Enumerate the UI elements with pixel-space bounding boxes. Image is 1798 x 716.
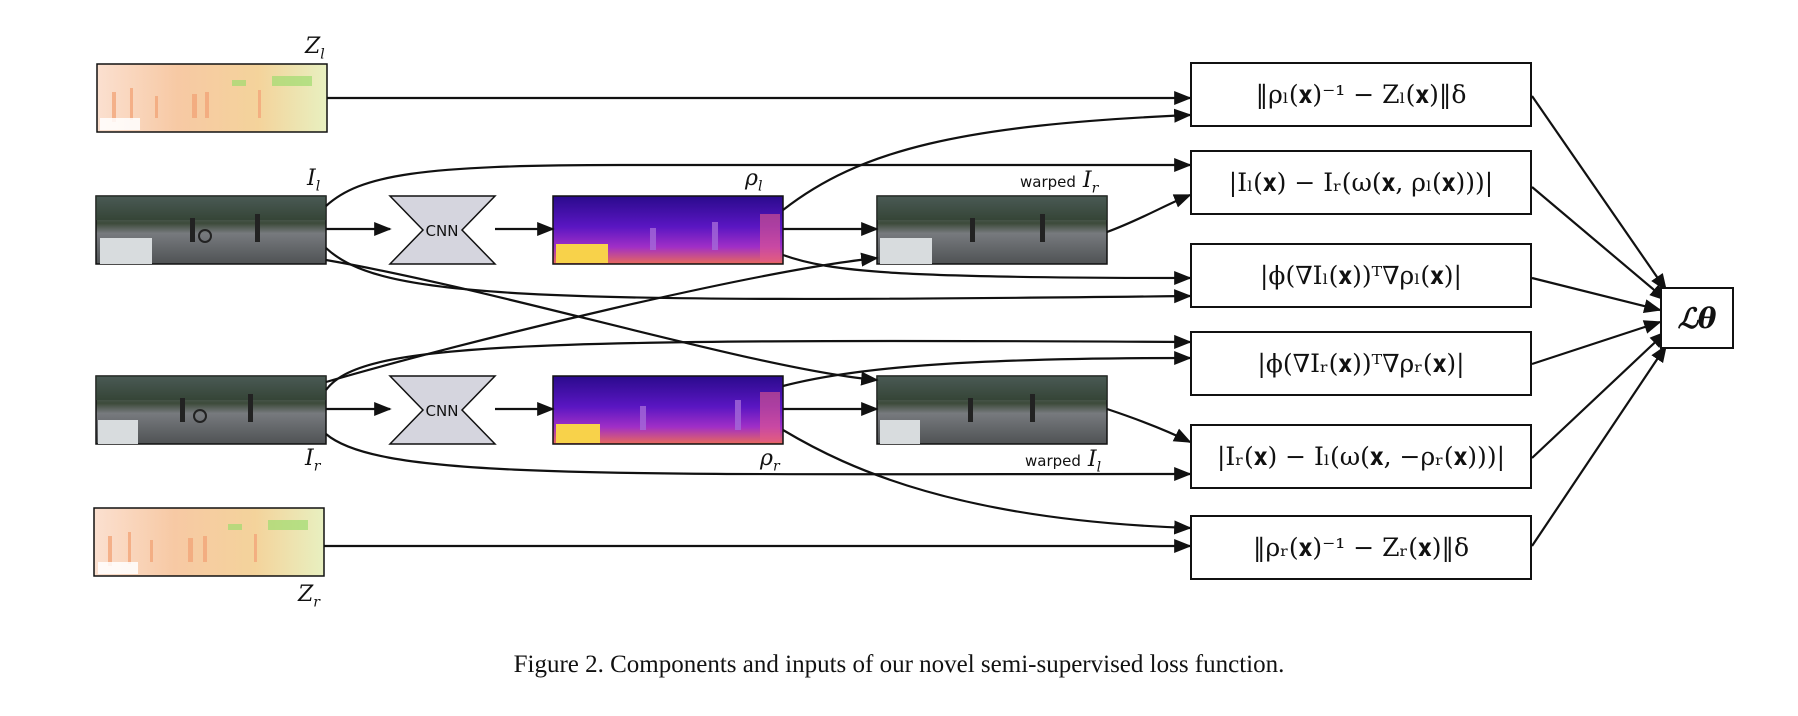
right-image xyxy=(95,375,327,445)
figure-caption: Figure 2. Components and inputs of our n… xyxy=(513,651,1285,678)
loss-term-smoothness-right: |ϕ(∇Iᵣ(𝐱))ᵀ∇ρᵣ(𝐱)| xyxy=(1190,331,1532,396)
cnn-top-label: CNN xyxy=(426,222,459,240)
connection-arrows xyxy=(324,90,1668,554)
cnn-bottom-label: CNN xyxy=(426,402,459,420)
disparity-map-left xyxy=(552,195,784,265)
lidar-image-left xyxy=(96,63,328,133)
label-rho-right: ρr xyxy=(760,446,780,475)
loss-term-lidar-left: ‖ρₗ(𝐱)⁻¹ − Zₗ(𝐱)‖δ xyxy=(1190,62,1532,127)
loss-term-smoothness-left: |ϕ(∇Iₗ(𝐱))ᵀ∇ρₗ(𝐱)| xyxy=(1190,243,1532,308)
loss-term-photometric-right: |Iᵣ(𝐱) − Iₗ(ω(𝐱, −ρᵣ(𝐱)))| xyxy=(1190,424,1532,489)
disparity-map-right xyxy=(552,375,784,445)
label-z-right: Zr xyxy=(298,582,320,611)
warped-right-image xyxy=(876,195,1108,265)
label-warped-i-left: warped Il xyxy=(1025,447,1102,476)
left-image xyxy=(95,195,327,265)
warped-left-image xyxy=(876,375,1108,445)
label-rho-left: ρl xyxy=(745,166,763,195)
loss-term-lidar-right: ‖ρᵣ(𝐱)⁻¹ − Zᵣ(𝐱)‖δ xyxy=(1190,515,1532,580)
cnn-bottom xyxy=(388,375,497,445)
cnn-top xyxy=(388,195,497,265)
lidar-image-right xyxy=(93,507,325,577)
label-i-left: Il xyxy=(307,166,321,195)
total-loss-box: ℒθ xyxy=(1660,287,1734,349)
label-warped-i-right: warped Ir xyxy=(1020,168,1099,197)
label-z-left: Zl xyxy=(305,34,325,63)
loss-term-photometric-left: |Iₗ(𝐱) − Iᵣ(ω(𝐱, ρₗ(𝐱)))| xyxy=(1190,150,1532,215)
label-i-right: Ir xyxy=(305,446,321,475)
